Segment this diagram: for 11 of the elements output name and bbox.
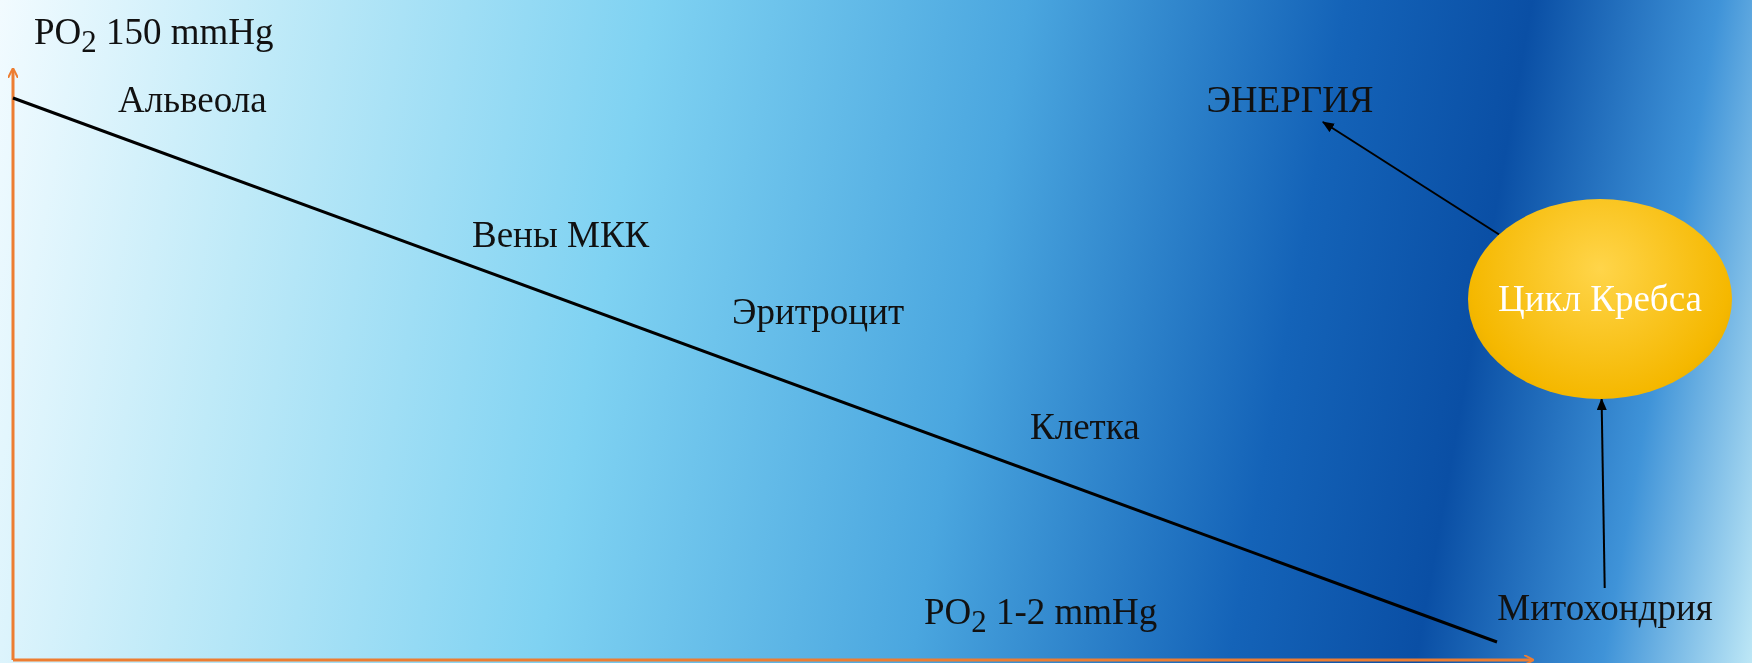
arrow: [1321, 121, 1501, 236]
text-label: Митохондрия: [1460, 588, 1750, 630]
stage-label: Эритроцит: [732, 292, 905, 333]
cycle-ellipse: Цикл Кребса: [1468, 199, 1732, 399]
stage-label: Клетка: [1030, 407, 1140, 448]
axis-value-label: PO$_{2}$ 150 mmHg: [34, 12, 274, 61]
stage-label: Вены МКК: [472, 215, 650, 256]
stage-label: Альвеола: [118, 80, 267, 121]
arrow: [1596, 398, 1607, 589]
axis-value-label: PO$_{2}$ 1-2 mmHg: [924, 592, 1158, 641]
text-label: ЭНЕРГИЯ: [1180, 80, 1400, 122]
